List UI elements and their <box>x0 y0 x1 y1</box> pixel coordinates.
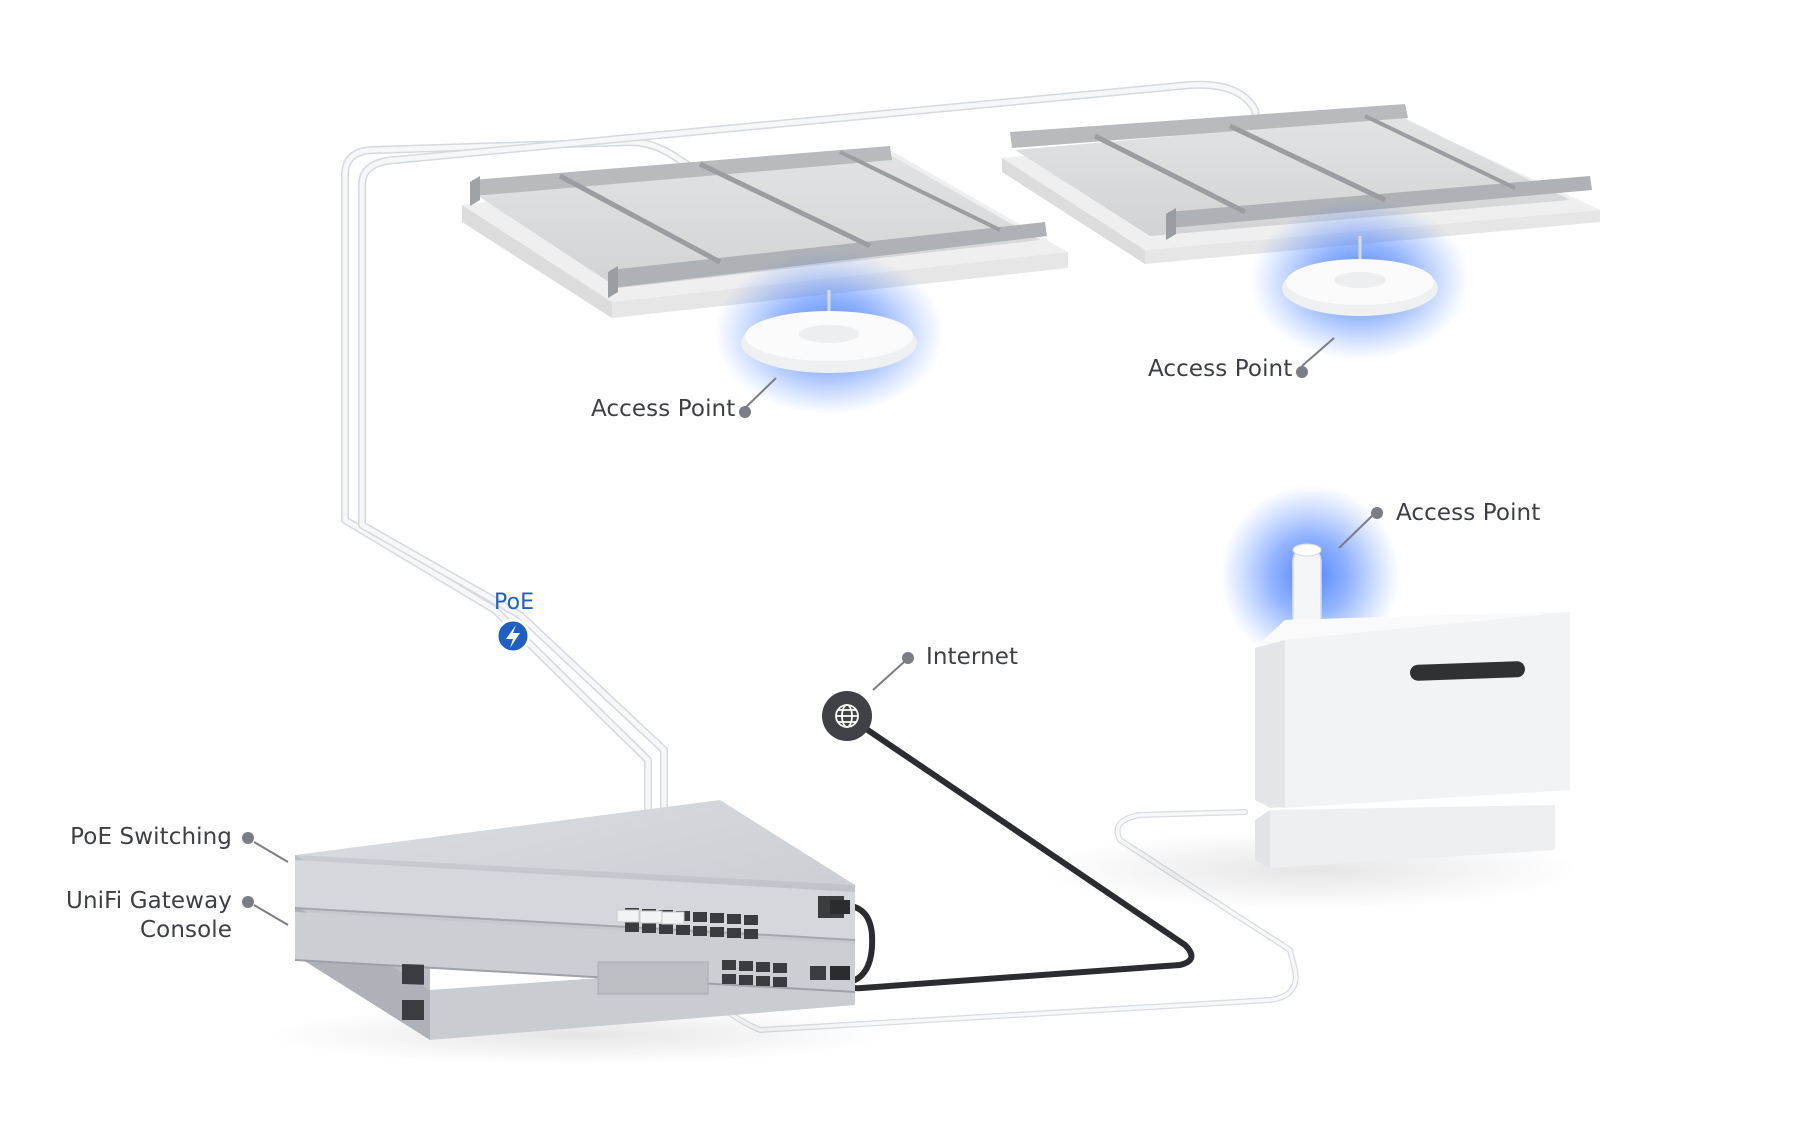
label-access-point-box: Access Point <box>1396 500 1541 526</box>
access-point-ceiling-right <box>1250 200 1470 360</box>
label-poe-switching: PoE Switching <box>70 824 232 850</box>
label-poe: PoE <box>494 590 535 615</box>
label-unifi-gateway-console: UniFi Gateway Console <box>66 887 232 945</box>
poe-cable-to-ap1 <box>341 138 724 934</box>
label-gateway-line1: UniFi Gateway <box>66 888 232 914</box>
access-point-box <box>1040 485 1580 910</box>
label-access-point-right: Access Point <box>1148 356 1293 382</box>
lightning-bolt-icon <box>506 625 520 648</box>
leader-lines <box>242 337 1383 926</box>
label-gateway-line2: Console <box>139 917 232 943</box>
rack-devices <box>265 800 885 1065</box>
poe-cable-to-ap2 <box>358 80 1269 934</box>
globe-icon <box>835 704 859 728</box>
internet-badge <box>822 691 872 741</box>
label-internet: Internet <box>926 644 1019 670</box>
label-access-point-left: Access Point <box>591 396 736 422</box>
poe-badge <box>495 618 531 654</box>
access-point-ceiling-left <box>714 251 944 415</box>
ceiling-tile-left <box>462 146 1068 318</box>
